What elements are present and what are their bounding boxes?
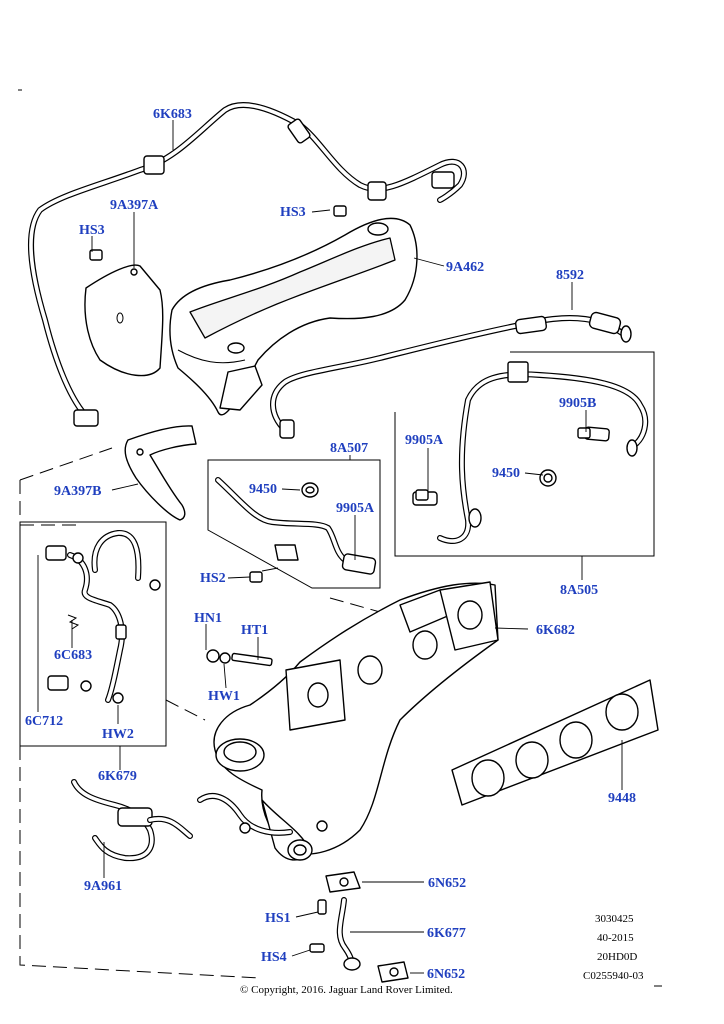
callout-9A397A: 9A397A <box>110 198 159 213</box>
callout-9448: 9448 <box>608 791 636 806</box>
callout-8592: 8592 <box>556 268 584 283</box>
callout-9450-right: 9450 <box>492 466 520 481</box>
callout-6K677: 6K677 <box>427 926 466 941</box>
callout-9A462: 9A462 <box>446 260 484 275</box>
callout-9905A-mid: 9905A <box>336 501 375 516</box>
meta-line-4: C0255940-03 <box>583 970 644 982</box>
callout-HN1: HN1 <box>194 611 222 626</box>
callout-8A507: 8A507 <box>330 441 368 456</box>
callout-6K683: 6K683 <box>153 107 192 122</box>
meta-line-1: 3030425 <box>595 913 634 925</box>
callout-HW2: HW2 <box>102 727 134 742</box>
heat-shield-9A462 <box>169 217 418 416</box>
callout-6N652-top: 6N652 <box>428 876 466 891</box>
callout-HS3-mid: HS3 <box>280 205 306 220</box>
callout-HS4: HS4 <box>261 950 287 965</box>
meta-line-3: 20HD0D <box>597 951 637 963</box>
leader-lines <box>37 120 623 974</box>
callout-HS1: HS1 <box>265 911 291 926</box>
dashed-guides <box>19 447 381 979</box>
callout-9905A-right: 9905A <box>405 433 444 448</box>
callout-HT1: HT1 <box>241 623 268 638</box>
assembly-box-8A507 <box>207 459 381 589</box>
oil-return-6K677 <box>309 871 409 983</box>
turbocharger-6K682 <box>197 581 499 861</box>
callout-9450-mid: 9450 <box>249 482 277 497</box>
callout-6C712: 6C712 <box>25 714 63 729</box>
callout-labels: 6K683 9A397A HS3 HS3 9A462 8592 9905B 99… <box>25 107 636 982</box>
stud-nut-washer <box>206 649 273 667</box>
bracket-shield-9A397B <box>124 425 197 521</box>
callout-HS3-left: HS3 <box>79 223 105 238</box>
callout-9A397B: 9A397B <box>54 484 101 499</box>
callout-8A505: 8A505 <box>560 583 598 598</box>
meta-line-2: 40-2015 <box>597 932 634 944</box>
callout-6C683: 6C683 <box>54 648 92 663</box>
assembly-box-6K679 <box>19 521 167 747</box>
callout-9905B: 9905B <box>559 396 596 411</box>
callout-6K679: 6K679 <box>98 769 137 784</box>
gasket-9448 <box>451 679 659 806</box>
callout-HS2: HS2 <box>200 571 226 586</box>
callout-6K682: 6K682 <box>536 623 575 638</box>
document-meta: 3030425 40-2015 20HD0D C0255940-03 © Cop… <box>240 913 644 996</box>
oil-feed-pipe-6K683 <box>28 102 467 427</box>
heat-shield-9A397A <box>84 264 164 377</box>
pipe-8592 <box>270 311 632 439</box>
corner-marks <box>18 89 662 987</box>
callout-HW1: HW1 <box>208 689 240 704</box>
copyright-notice: © Copyright, 2016. Jaguar Land Rover Lim… <box>240 984 453 996</box>
callout-6N652-bottom: 6N652 <box>427 967 465 982</box>
callout-9A961: 9A961 <box>84 879 122 894</box>
hose-9A961 <box>71 779 193 862</box>
assembly-box-8A505 <box>394 351 655 557</box>
